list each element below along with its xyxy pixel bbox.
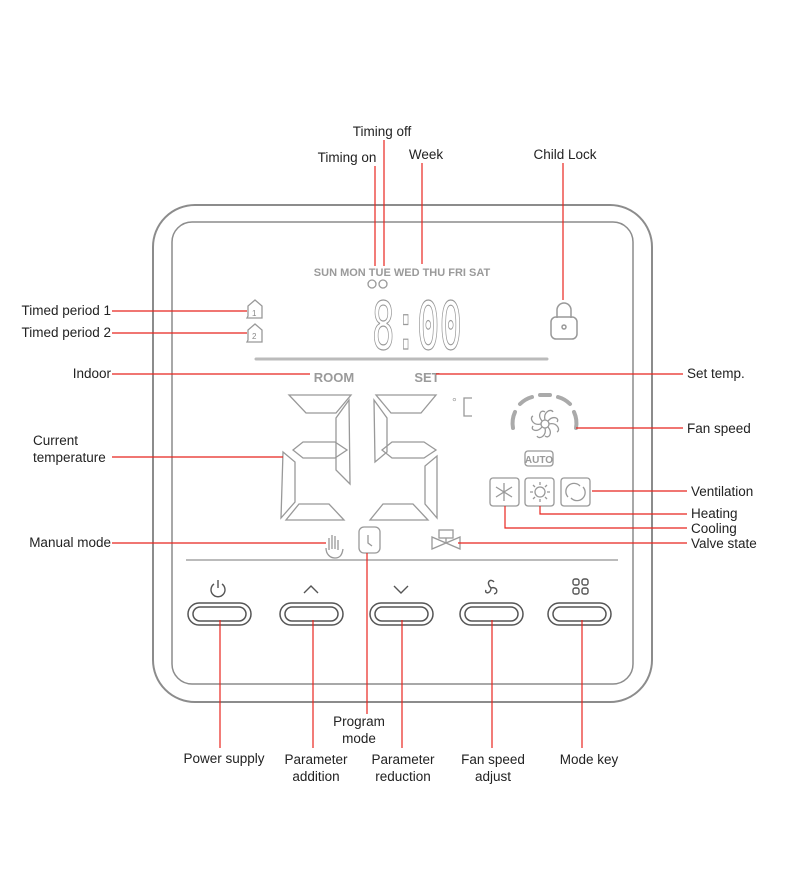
buttons bbox=[187, 602, 612, 626]
degree-symbol: ° bbox=[452, 395, 457, 409]
set-indicator: SET bbox=[414, 370, 439, 385]
label-current-temperature-2: temperature bbox=[33, 450, 106, 465]
timed-period-1-icon bbox=[245, 299, 263, 319]
grid-icon bbox=[572, 578, 589, 595]
label-timing-on: Timing on bbox=[317, 150, 377, 165]
label-parameter-reduction-2: reduction bbox=[375, 769, 431, 784]
label-program-mode-2: mode bbox=[342, 731, 376, 746]
sun-icon bbox=[524, 477, 555, 507]
week-days: SUN MON TUE WED THU FRI SAT bbox=[314, 267, 491, 279]
label-timed-period-1: Timed period 1 bbox=[21, 303, 111, 318]
power-icon bbox=[210, 580, 226, 598]
label-current-temperature-1: Current bbox=[33, 433, 79, 448]
label-fan-speed: Fan speed bbox=[687, 421, 751, 436]
label-child-lock: Child Lock bbox=[533, 147, 597, 162]
clock-display: 8:00 bbox=[372, 288, 462, 365]
label-timing-off: Timing off bbox=[352, 124, 412, 139]
svg-text:2: 2 bbox=[252, 332, 257, 341]
label-parameter-reduction-1: Parameter bbox=[371, 752, 435, 767]
label-manual-mode: Manual mode bbox=[29, 535, 111, 550]
program-clock-icon bbox=[358, 526, 381, 554]
label-valve-state: Valve state bbox=[691, 536, 757, 551]
temperature-digits bbox=[280, 394, 438, 521]
celsius-symbol bbox=[463, 397, 472, 417]
svg-text:1: 1 bbox=[252, 309, 257, 318]
child-lock-icon bbox=[550, 302, 578, 340]
label-set-temp: Set temp. bbox=[687, 366, 745, 381]
fan-speed-icon bbox=[510, 393, 579, 439]
mode-button bbox=[547, 602, 612, 626]
label-cooling: Cooling bbox=[691, 521, 737, 536]
timing-on-icon bbox=[367, 279, 377, 289]
label-timed-period-2: Timed period 2 bbox=[21, 325, 111, 340]
label-heating: Heating bbox=[691, 506, 738, 521]
callout-lines bbox=[112, 140, 687, 748]
label-parameter-addition-1: Parameter bbox=[284, 752, 348, 767]
auto-badge bbox=[524, 450, 554, 467]
ventilation-icon bbox=[560, 477, 591, 507]
auto-text: AUTO bbox=[525, 455, 553, 466]
label-fan-speed-adjust-2: adjust bbox=[474, 769, 512, 784]
hand-icon bbox=[325, 535, 344, 559]
label-power-supply: Power supply bbox=[183, 751, 265, 766]
label-parameter-addition-2: addition bbox=[292, 769, 340, 784]
chevron-down-icon bbox=[393, 585, 409, 594]
label-mode-key: Mode key bbox=[559, 752, 619, 767]
label-fan-speed-adjust-1: Fan speed bbox=[461, 752, 525, 767]
chevron-up-icon bbox=[303, 585, 319, 594]
parameter-up-button bbox=[279, 602, 344, 626]
label-indoor: Indoor bbox=[72, 366, 111, 381]
label-ventilation: Ventilation bbox=[691, 484, 754, 499]
fan-icon bbox=[484, 579, 498, 595]
snowflake-icon bbox=[489, 477, 520, 507]
label-program-mode-1: Program bbox=[333, 714, 385, 729]
label-week: Week bbox=[408, 147, 444, 162]
valve-icon bbox=[431, 529, 461, 550]
timed-period-2-icon bbox=[245, 323, 263, 343]
room-indicator: ROOM bbox=[314, 370, 354, 385]
timing-off-icon bbox=[378, 279, 388, 289]
